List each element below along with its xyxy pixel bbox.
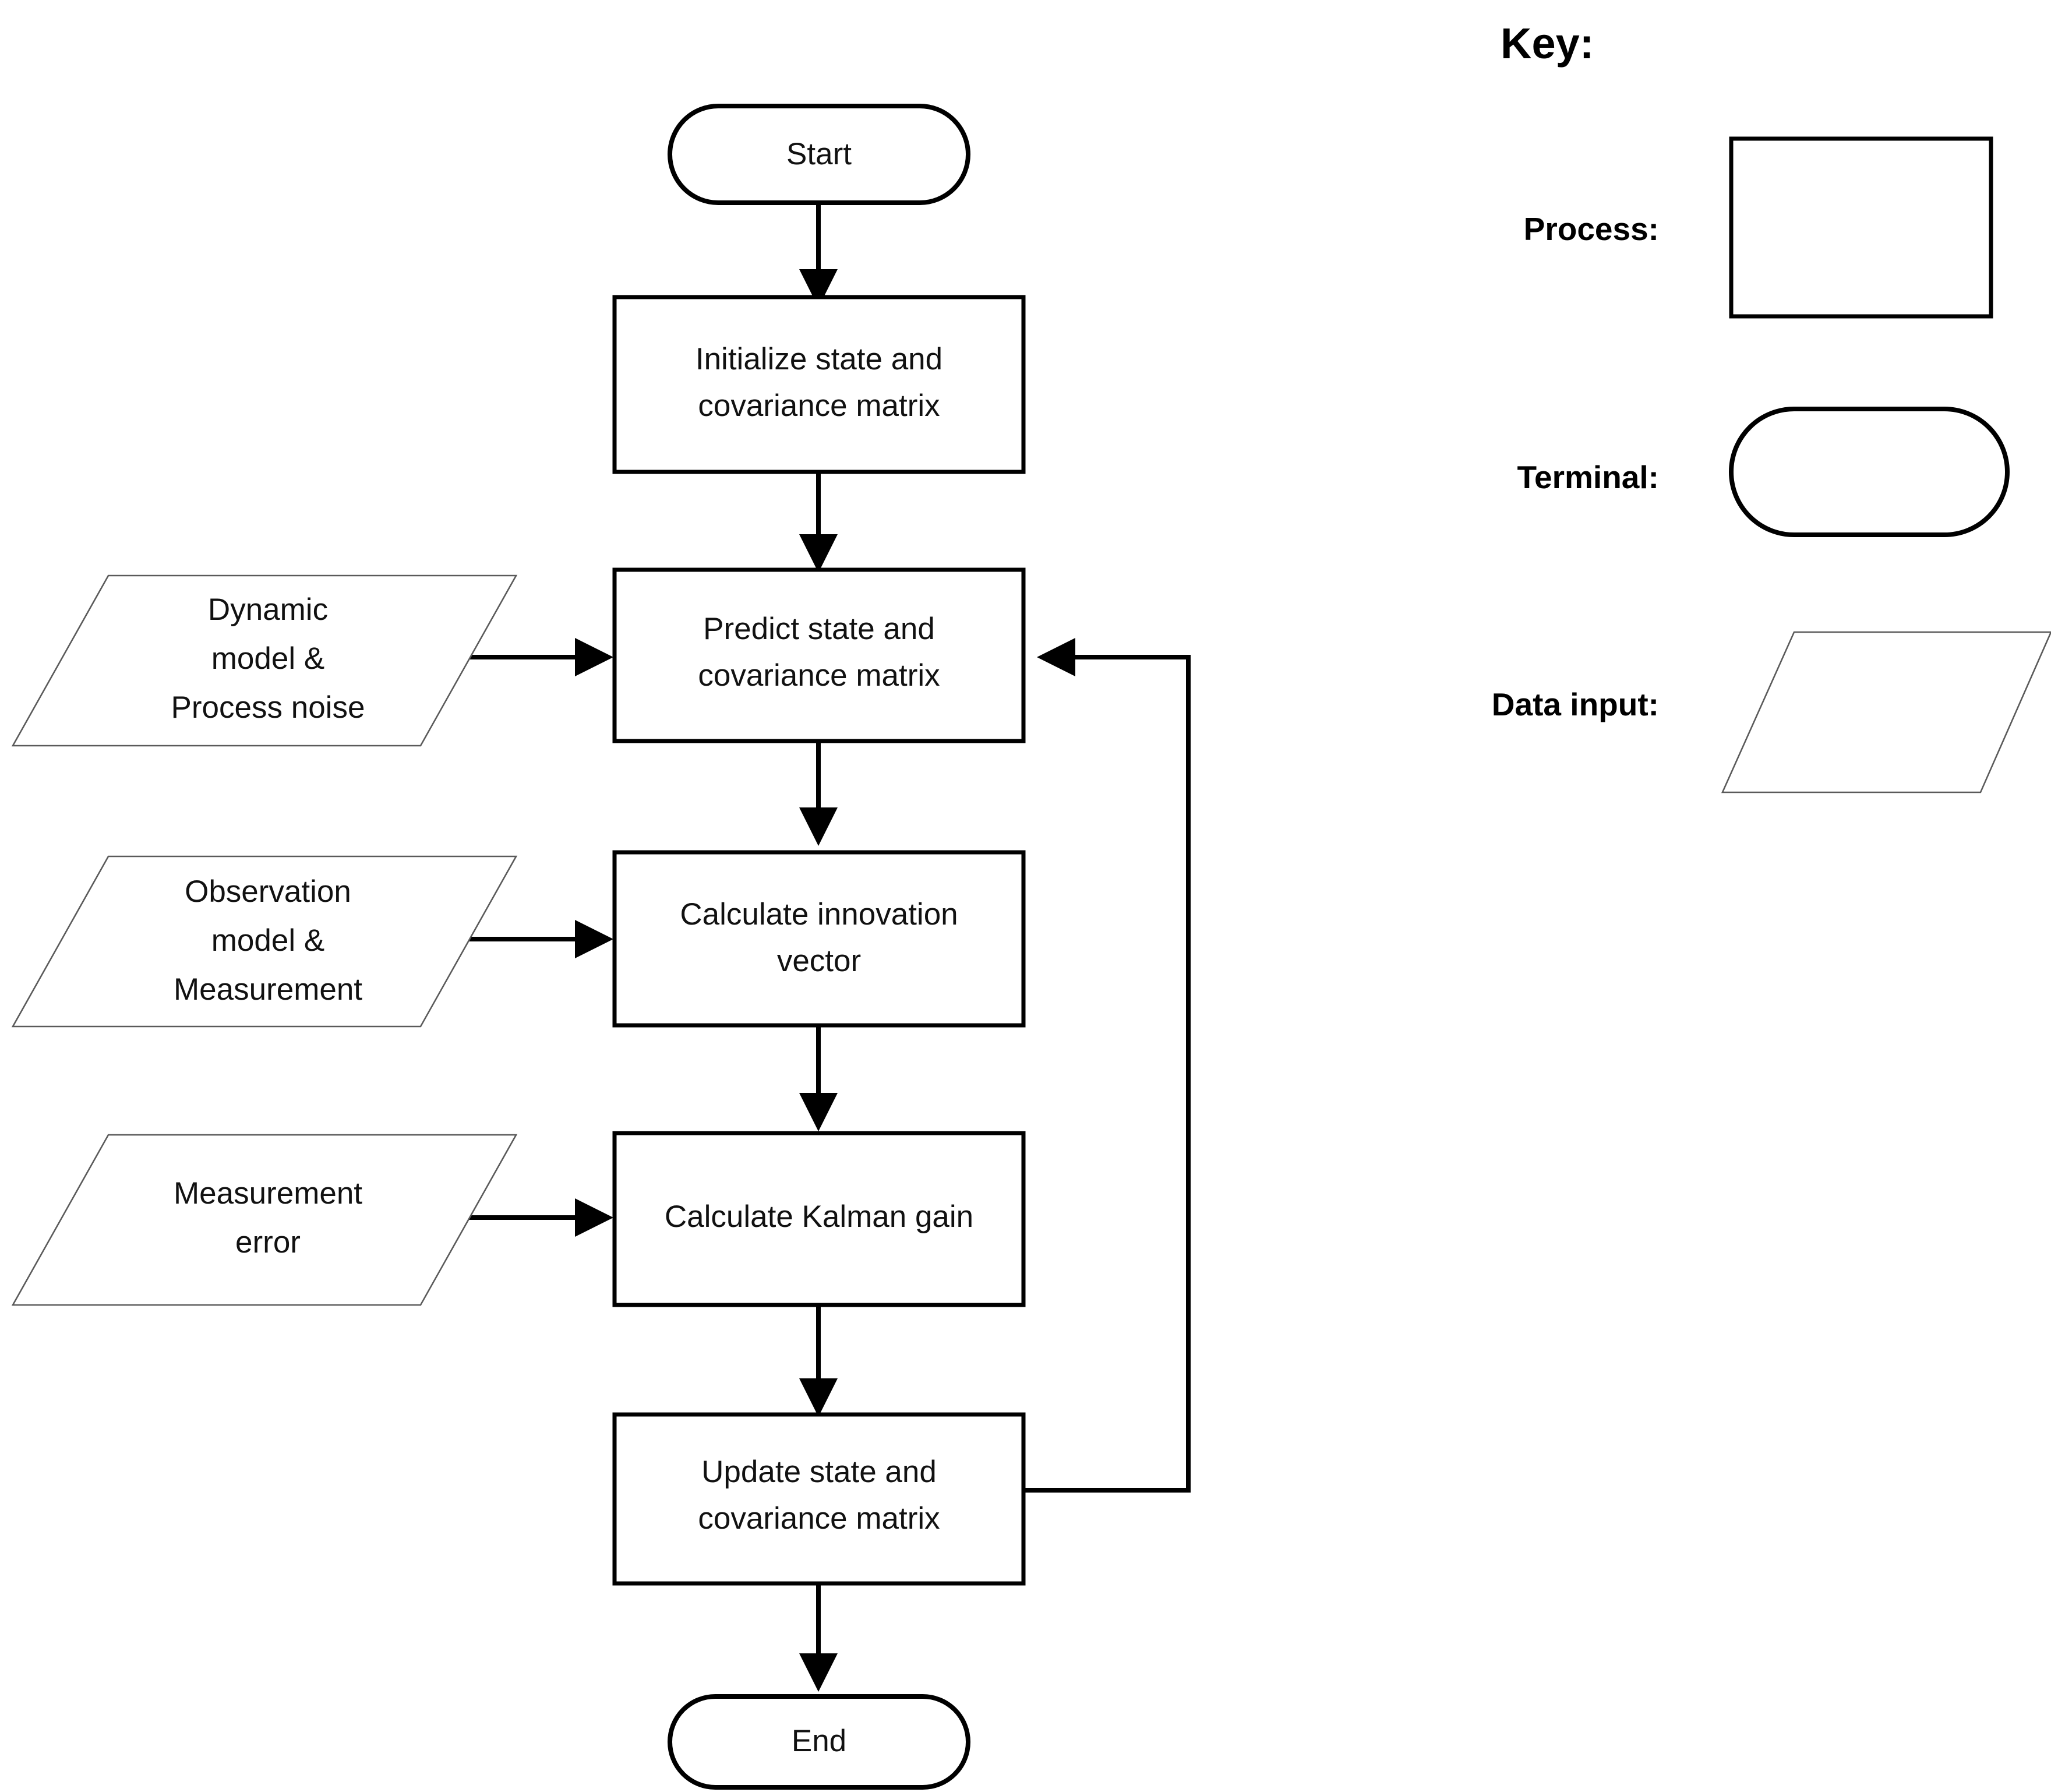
legend-shape-stadium [1729, 407, 2010, 537]
node-predict[interactable]: Predict state and covariance matrix [612, 567, 1026, 743]
node-dynamic-line1: Dynamic [208, 592, 328, 627]
node-predict-line2: covariance matrix [698, 658, 940, 693]
node-initialize-line2: covariance matrix [698, 389, 940, 423]
legend-shape-rectangle [1729, 136, 1993, 319]
node-measurement-error-input[interactable]: Measurement error [11, 1134, 518, 1306]
node-kalman-gain-line1: Calculate Kalman gain [665, 1200, 973, 1234]
edge-kalman-gain-to-update [799, 1305, 838, 1417]
node-start[interactable]: Start [668, 104, 970, 205]
node-observation-input[interactable]: Observation model & Measurement [11, 855, 518, 1028]
node-update-line1: Update state and [701, 1455, 937, 1489]
edge-update-to-predict-feedback [1024, 638, 1191, 1493]
edge-dynamic-to-predict [463, 638, 613, 676]
node-initialize-line1: Initialize state and [696, 342, 942, 376]
node-innovation[interactable]: Calculate innovation vector [612, 850, 1026, 1028]
node-observation-line3: Measurement [174, 972, 362, 1007]
node-measurement-error-line2: error [235, 1225, 301, 1260]
node-observation-line1: Observation [185, 874, 351, 909]
legend-label-data-input: Data input: [1492, 686, 1659, 722]
node-update-line2: covariance matrix [698, 1501, 940, 1536]
edge-start-to-initialize [799, 203, 838, 308]
edge-predict-to-innovation [799, 741, 838, 846]
node-predict-line1: Predict state and [703, 612, 935, 646]
node-observation-line2: model & [211, 923, 324, 958]
node-dynamic-model-input[interactable]: Dynamic model & Process noise [11, 574, 518, 747]
edge-update-to-end [799, 1583, 838, 1692]
node-dynamic-line2: model & [211, 641, 324, 676]
edge-innovation-to-kalman-gain [799, 1025, 838, 1131]
edge-initialize-to-predict [799, 472, 838, 573]
legend-item-process: Process: [1524, 136, 1993, 319]
edge-measurement-error-to-kalman-gain [466, 1198, 613, 1237]
node-innovation-line1: Calculate innovation [680, 897, 958, 932]
legend-item-terminal: Terminal: [1517, 407, 2010, 537]
legend-label-terminal: Terminal: [1517, 459, 1659, 495]
node-dynamic-line3: Process noise [171, 690, 365, 725]
node-innovation-line2: vector [777, 944, 861, 978]
node-end-label: End [792, 1724, 846, 1758]
node-initialize[interactable]: Initialize state and covariance matrix [612, 295, 1026, 474]
edge-observation-to-innovation [466, 920, 613, 958]
legend: Key: Process: Terminal: Data input: [1492, 19, 2051, 793]
node-start-label: Start [786, 137, 852, 171]
legend-item-data-input: Data input: [1492, 631, 2051, 793]
legend-shape-parallelogram [1721, 631, 2051, 793]
node-end[interactable]: End [668, 1694, 970, 1790]
legend-title: Key: [1501, 19, 1594, 68]
node-measurement-error-line1: Measurement [174, 1176, 362, 1211]
node-update[interactable]: Update state and covariance matrix [612, 1412, 1026, 1586]
node-kalman-gain[interactable]: Calculate Kalman gain [612, 1131, 1026, 1307]
legend-label-process: Process: [1524, 211, 1659, 247]
